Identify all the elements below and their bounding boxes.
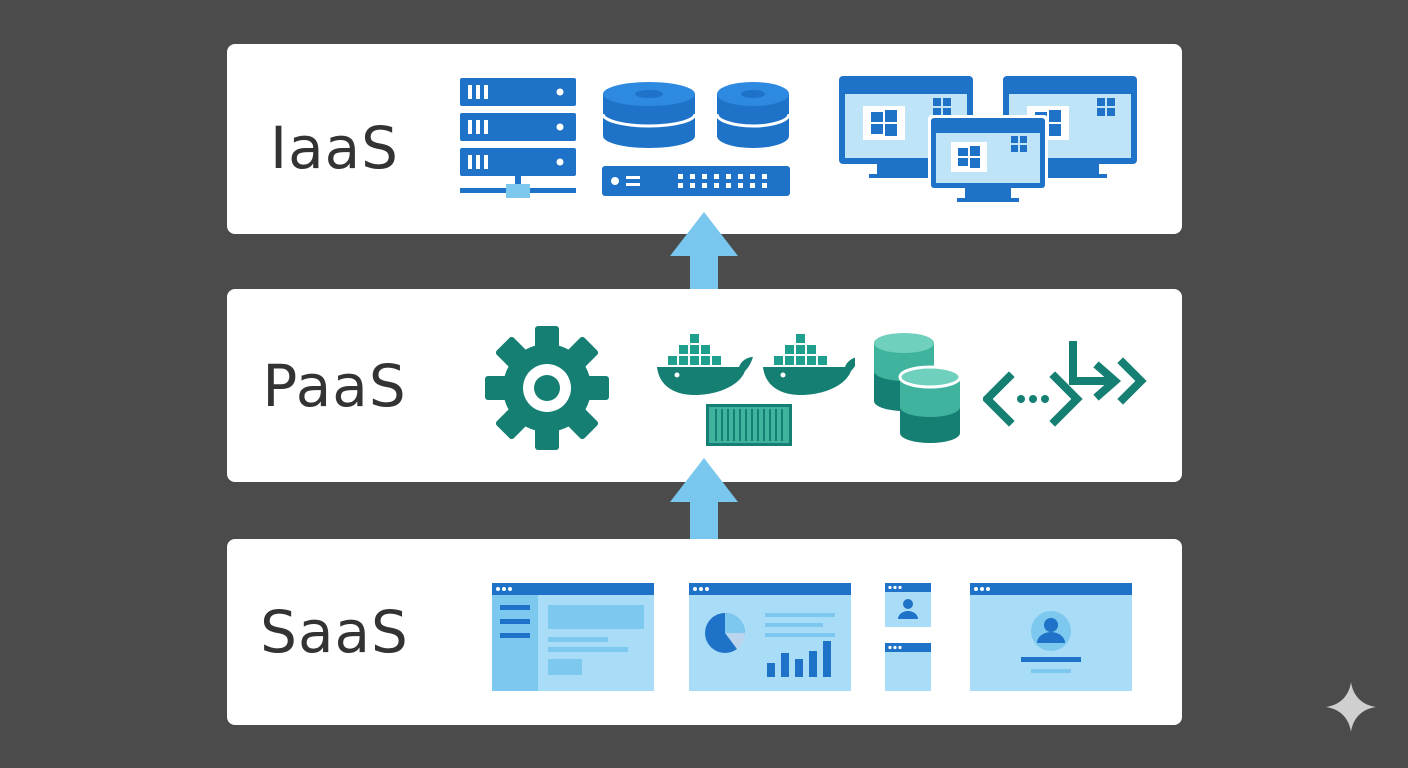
web-app-icon	[492, 583, 654, 691]
iaas-title: IaaS	[269, 114, 399, 182]
database-stack-icon	[874, 333, 962, 443]
gear-icon	[485, 326, 609, 450]
sparkle-icon	[1326, 682, 1376, 732]
server-rack-icon	[460, 78, 576, 198]
saas-title: SaaS	[260, 598, 409, 666]
up-arrow-icon	[670, 458, 738, 562]
paas-layer: PaaS	[227, 289, 1182, 482]
up-arrow-icon	[670, 212, 738, 312]
database-disk-icon	[601, 82, 791, 148]
dashboard-icon	[689, 583, 851, 691]
paas-title: PaaS	[262, 351, 407, 420]
iaas-layer: IaaS	[227, 44, 1182, 234]
user-profile-page-icon	[970, 583, 1132, 691]
profile-card-icon	[885, 583, 931, 691]
saas-layer: SaaS	[227, 539, 1182, 725]
api-code-icon	[983, 341, 1147, 427]
network-switch-icon	[602, 166, 790, 196]
container-icon	[706, 404, 792, 446]
docker-whale-icon	[657, 334, 855, 395]
windows-vm-icon	[839, 76, 1137, 202]
